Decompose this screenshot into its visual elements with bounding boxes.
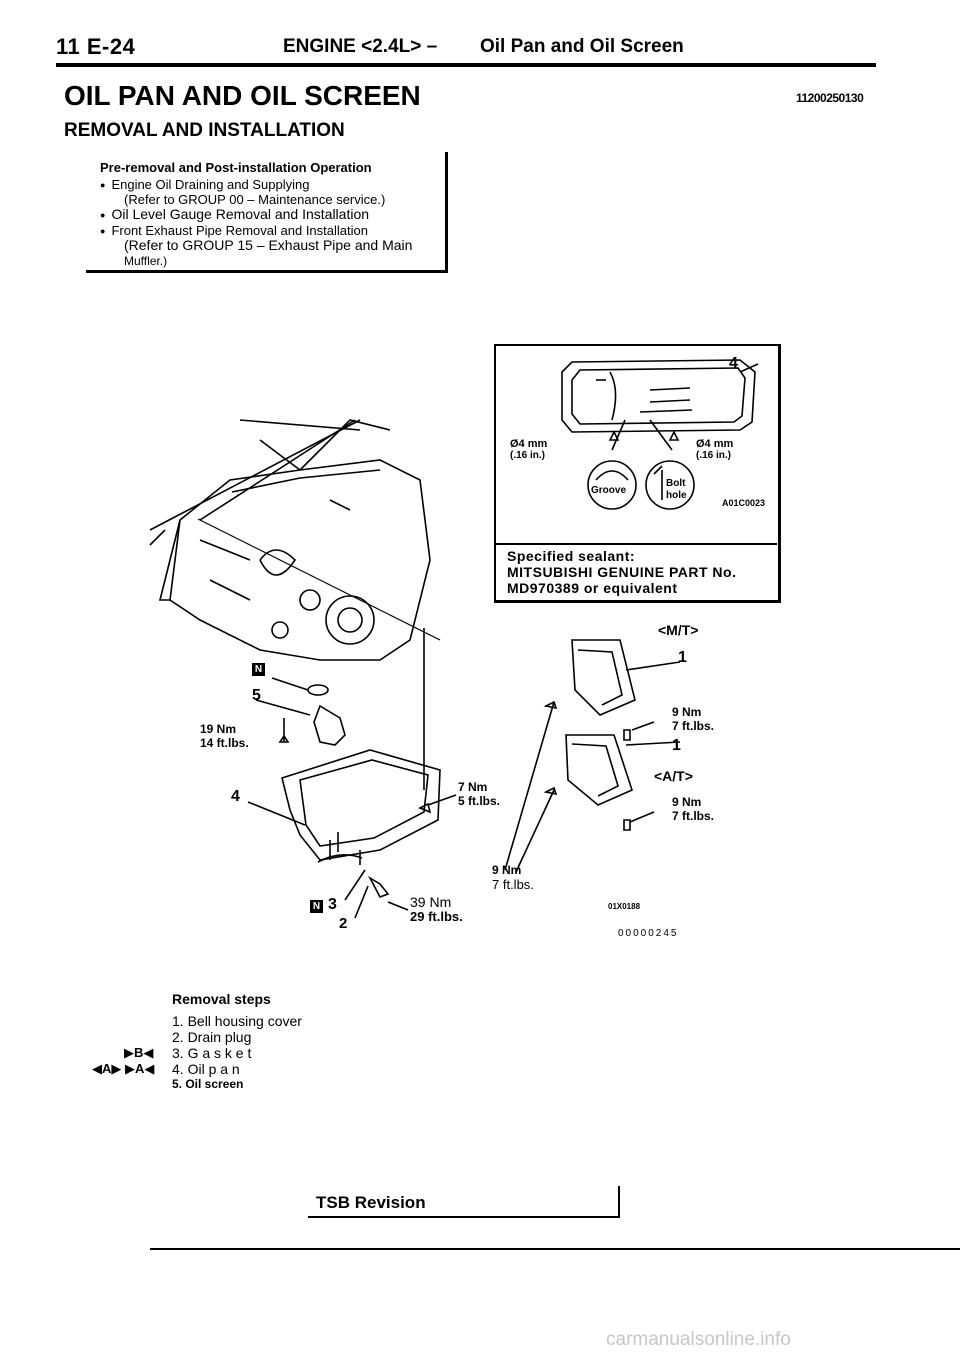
torque-7-ft-a: 7 ft.lbs. (672, 719, 715, 733)
footer-rule (150, 1248, 960, 1250)
mt-label: <M/T> (658, 622, 699, 638)
inset-oil-pan (561, 359, 759, 510)
torque-5-ft: 5 ft.lbs. (458, 794, 501, 808)
callout-1a: 1 (678, 649, 687, 666)
torque-7-ft-b: 7 ft.lbs. (672, 809, 715, 823)
step-marks-b: ▶B◀ (124, 1045, 154, 1060)
at-label: <A/T> (654, 768, 693, 784)
torque-7-nm: 7 Nm (458, 780, 488, 794)
pre-removal-item: ●Engine Oil Draining and Supplying (100, 177, 310, 192)
inset-dimension-left: Ø4 mm (510, 438, 548, 450)
pre-removal-item: (Refer to GROUP 15 – Exhaust Pipe and Ma… (124, 237, 413, 253)
torque-19-nm: 19 Nm (200, 722, 237, 736)
torque-9-nm-b: 9 Nm (672, 795, 702, 809)
sealant-line-3: MD970389 or equivalent (507, 580, 678, 596)
n-marker-drain: N (310, 900, 323, 913)
pre-removal-box (86, 152, 448, 273)
bullet-icon: ● (100, 180, 106, 190)
bell-housing-cover-at (565, 734, 633, 806)
pre-removal-item: ●Oil Level Gauge Removal and Installatio… (100, 206, 370, 222)
torque-39-nm: 39 Nm (410, 894, 452, 910)
oil-screen (255, 677, 346, 746)
removal-step: 2. Drain plug (172, 1029, 252, 1045)
bullet-icon: ● (100, 210, 106, 220)
bell-housing-cover-mt (571, 639, 636, 716)
inset-callout-4: 4 (729, 355, 738, 372)
n-marker: N (252, 663, 265, 676)
watermark: carmanualsonline.info (606, 1329, 791, 1350)
sealant-line-1: Specified sealant: (507, 548, 636, 564)
hole-label: hole (666, 490, 687, 501)
removal-steps-heading: Removal steps (172, 991, 271, 1007)
pre-removal-heading: Pre-removal and Post-installation Operat… (100, 160, 372, 175)
pre-removal-item: (Refer to GROUP 00 – Maintenance service… (124, 192, 386, 207)
oil-pan (247, 749, 441, 865)
inset-dimension-right-in: (.16 in.) (696, 450, 732, 461)
bullet-icon: ● (100, 226, 106, 236)
page-title: OIL PAN AND OIL SCREEN (64, 80, 421, 111)
section-subtitle: REMOVAL AND INSTALLATION (64, 120, 345, 141)
torque-7-ft-c: 7 ft.lbs. (492, 877, 534, 892)
callout-5: 5 (252, 687, 261, 704)
figure-code-main: 00000245 (618, 928, 679, 939)
sealant-divider (494, 543, 777, 545)
engine-label: ENGINE <2.4L> – (283, 36, 438, 57)
inset-dimension-left-in: (.16 in.) (510, 450, 546, 461)
torque-29-ft: 29 ft.lbs. (410, 909, 463, 924)
page-number: 11 E-24 (56, 34, 136, 59)
engine-block (149, 419, 431, 661)
callout-1b: 1 (672, 737, 681, 754)
inset-dimension-right: Ø4 mm (696, 438, 734, 450)
callout-3: 3 (328, 896, 337, 913)
sealant-line-2: MITSUBISHI GENUINE PART No. (507, 564, 737, 580)
torque-9-nm-c: 9 Nm (492, 863, 522, 877)
inset-figure-code: A01C0023 (722, 498, 766, 508)
callout-4: 4 (231, 788, 240, 805)
step-marks-a: ◀A▶ ▶A◀ (92, 1061, 155, 1076)
pre-removal-item: Muffler.) (124, 254, 168, 268)
removal-step: 3. G a s k e t (172, 1045, 252, 1061)
removal-step: 1. Bell housing cover (172, 1013, 302, 1029)
removal-step: 5. Oil screen (172, 1077, 244, 1091)
callout-2: 2 (339, 915, 348, 932)
torque-14-ft: 14 ft.lbs. (200, 736, 249, 750)
header-rule (56, 63, 876, 67)
tsb-revision-label: TSB Revision (316, 1193, 426, 1212)
tsb-box (308, 1186, 620, 1218)
document-code: 11200250130 (796, 91, 864, 105)
figure-code-right: 01X0188 (608, 902, 641, 911)
sealant-box (494, 344, 781, 603)
pre-removal-item: ●Front Exhaust Pipe Removal and Installa… (100, 223, 368, 238)
groove-label: Groove (591, 485, 627, 496)
bolt-label: Bolt (666, 478, 686, 489)
section-name: Oil Pan and Oil Screen (480, 36, 684, 57)
torque-9-nm-a: 9 Nm (672, 705, 702, 719)
removal-step: 4. Oil p a n (172, 1061, 240, 1077)
